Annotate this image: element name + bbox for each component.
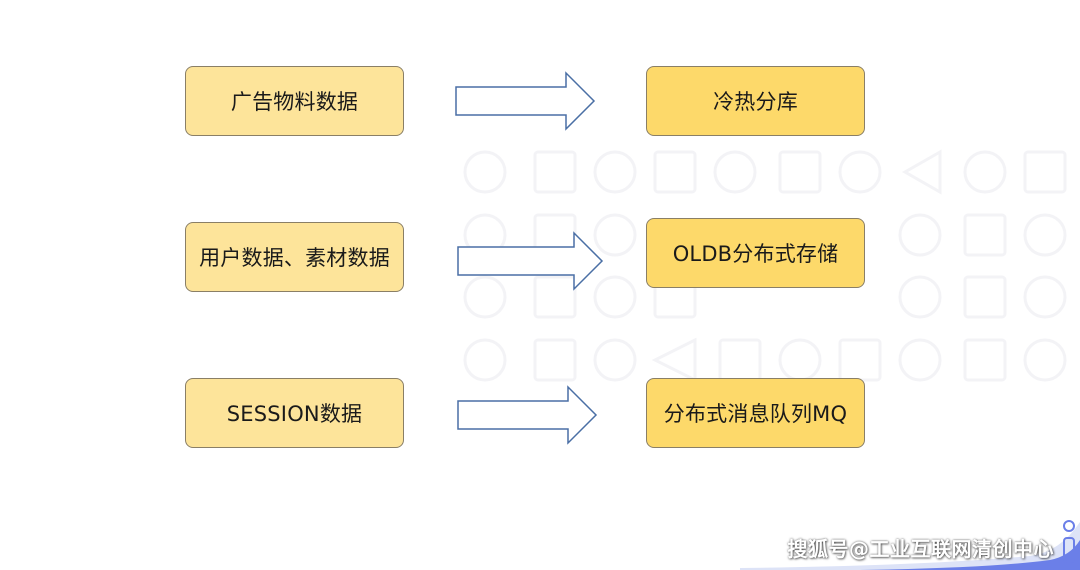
flow-arrow [457,385,598,445]
source-box-ad-material-data: 广告物料数据 [185,66,404,136]
target-box-oldb-distributed-storage: OLDB分布式存储 [646,218,865,288]
corner-decoration [740,522,1080,570]
watermark-text: 搜狐号@工业互联网清创中心 [787,537,1054,561]
flow-arrow [457,231,604,291]
flow-arrow [455,71,596,131]
target-box-distributed-message-queue: 分布式消息队列MQ [646,378,865,448]
target-box-label: 分布式消息队列MQ [663,402,848,426]
source-box-label: 广告物料数据 [230,90,359,114]
target-box-label: OLDB分布式存储 [672,242,839,266]
target-box-hot-cold-sharding: 冷热分库 [646,66,865,136]
target-box-label: 冷热分库 [713,90,798,114]
source-box-user-and-material-data: 用户数据、素材数据 [185,222,404,292]
corner-line-icon [1063,520,1075,563]
source-box-label: 用户数据、素材数据 [199,246,390,270]
source-box-session-data: SESSION数据 [185,378,404,448]
source-box-label: SESSION数据 [226,402,363,426]
